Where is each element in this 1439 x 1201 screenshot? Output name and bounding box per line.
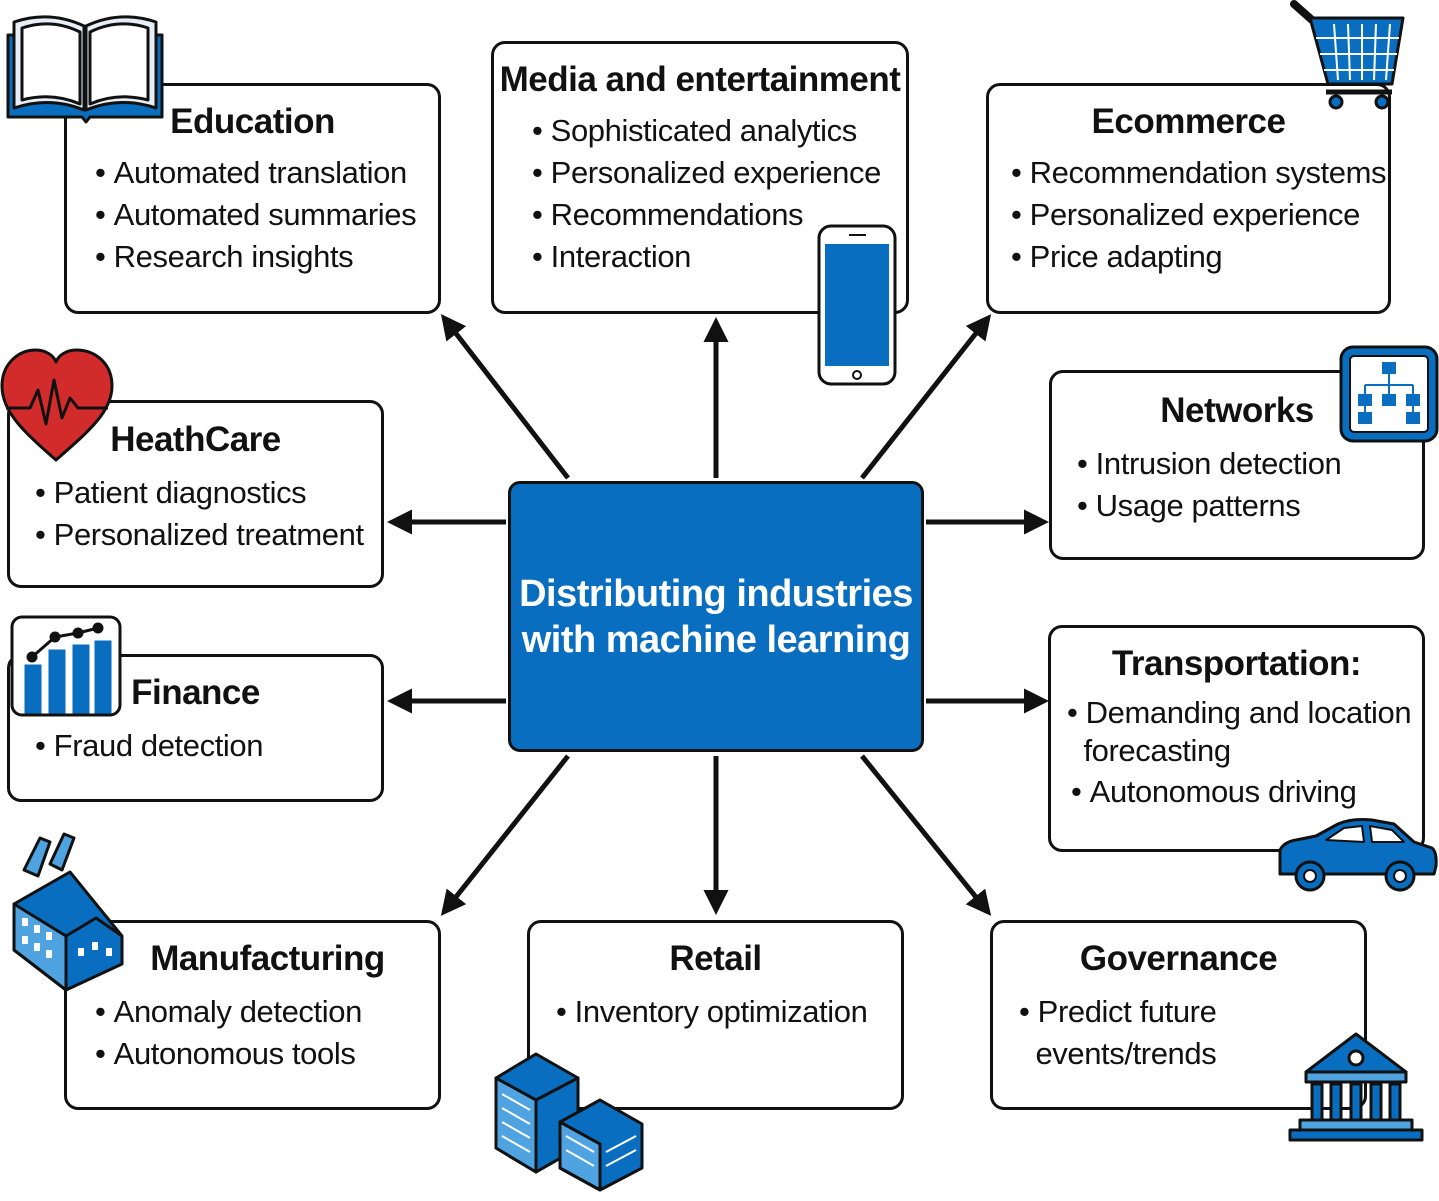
- media-item: Interaction: [532, 236, 906, 278]
- ecommerce-item: Recommendation systems: [1011, 152, 1388, 194]
- healthcare-box: HeathCare Patient diagnostics Personaliz…: [7, 400, 384, 588]
- manufacturing-title: Manufacturing: [150, 939, 385, 978]
- arrow-to-ecommerce: [860, 314, 992, 480]
- transportation-item: Demanding and location: [1067, 694, 1422, 732]
- central-topic-line-2: with machine learning: [521, 618, 911, 661]
- finance-item: Fraud detection: [35, 725, 381, 767]
- arrow-to-governance: [860, 754, 992, 916]
- central-topic-line-1: Distributing industries: [519, 572, 913, 615]
- retail-item: Inventory optimization: [556, 991, 901, 1033]
- governance-box: Governance Predict future events/trends: [990, 920, 1367, 1110]
- transportation-item-continuation: forecasting: [1083, 733, 1231, 768]
- networks-title: Networks: [1160, 391, 1314, 430]
- transportation-title: Transportation:: [1111, 644, 1362, 683]
- education-item: Automated translation: [95, 152, 438, 194]
- arrow-to-manufacturing: [440, 754, 570, 916]
- transportation-item: Autonomous driving: [1067, 770, 1422, 814]
- manufacturing-box: Manufacturing Anomaly detection Autonomo…: [64, 920, 441, 1110]
- education-title: Education: [170, 102, 335, 141]
- manufacturing-item: Autonomous tools: [95, 1033, 438, 1075]
- media-title: Media and entertainment: [499, 60, 901, 99]
- education-item: Research insights: [95, 236, 438, 278]
- ecommerce-box: Ecommerce Recommendation systems Persona…: [986, 83, 1391, 314]
- healthcare-title: HeathCare: [110, 420, 281, 459]
- retail-box: Retail Inventory optimization: [527, 920, 904, 1110]
- governance-item: Predict future: [1019, 991, 1364, 1033]
- governance-item-continuation: events/trends: [1035, 1036, 1217, 1071]
- manufacturing-item: Anomaly detection: [95, 991, 438, 1033]
- finance-box: Finance Fraud detection: [7, 654, 384, 802]
- ecommerce-item: Price adapting: [1011, 236, 1388, 278]
- finance-title: Finance: [131, 673, 260, 712]
- media-item: Recommendations: [532, 194, 906, 236]
- healthcare-item: Patient diagnostics: [35, 472, 381, 514]
- media-item: Personalized experience: [532, 152, 906, 194]
- healthcare-item: Personalized treatment: [35, 514, 381, 556]
- transportation-box: Transportation: Demanding and location f…: [1048, 625, 1425, 852]
- education-box: Education Automated translation Automate…: [64, 83, 441, 314]
- governance-title: Governance: [1079, 939, 1278, 978]
- retail-title: Retail: [669, 939, 762, 978]
- networks-item: Usage patterns: [1077, 485, 1422, 527]
- central-topic-box: Distributing industries with machine lea…: [508, 481, 924, 752]
- networks-box: Networks Intrusion detection Usage patte…: [1049, 370, 1425, 560]
- media-item: Sophisticated analytics: [532, 110, 906, 152]
- networks-item: Intrusion detection: [1077, 443, 1422, 485]
- education-item: Automated summaries: [95, 194, 438, 236]
- ecommerce-item: Personalized experience: [1011, 194, 1388, 236]
- media-box: Media and entertainment Sophisticated an…: [491, 41, 909, 314]
- ecommerce-title: Ecommerce: [1091, 102, 1286, 141]
- arrow-to-education: [440, 314, 570, 480]
